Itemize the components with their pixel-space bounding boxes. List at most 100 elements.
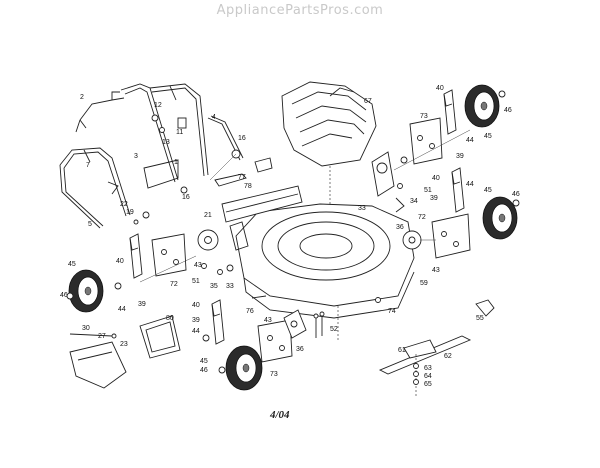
blade-62 xyxy=(378,335,472,398)
label-46b: 46 xyxy=(512,191,520,198)
label-72a: 72 xyxy=(418,214,426,221)
rod-30 xyxy=(69,333,117,339)
label-22: 22 xyxy=(120,201,128,208)
footer-date: 4/04 xyxy=(270,409,290,421)
handle-hardware xyxy=(107,114,241,225)
adjuster-gear-36 xyxy=(402,230,436,250)
label-39d: 39 xyxy=(192,317,200,324)
label-63: 63 xyxy=(424,365,432,372)
cable-tie-bracket xyxy=(214,157,273,187)
label-64: 64 xyxy=(424,373,432,380)
label-51a: 51 xyxy=(424,187,432,194)
adjuster-gear-35 xyxy=(139,229,234,283)
label-30: 30 xyxy=(82,325,90,332)
height-adjuster-rear-right xyxy=(409,89,457,165)
label-77: 77 xyxy=(238,174,246,181)
trim-55 xyxy=(475,299,495,317)
label-65: 65 xyxy=(424,381,432,388)
wheel-rear-left xyxy=(218,345,263,391)
label-39a: 39 xyxy=(456,153,464,160)
label-73a: 73 xyxy=(420,113,428,120)
label-46d: 46 xyxy=(200,367,208,374)
label-36a: 36 xyxy=(396,224,404,231)
label-3: 3 xyxy=(134,153,138,160)
label-43a: 43 xyxy=(432,267,440,274)
label-62: 62 xyxy=(444,353,452,360)
label-35: 35 xyxy=(210,283,218,290)
label-61: 61 xyxy=(398,347,406,354)
control-bar-4 xyxy=(207,115,244,161)
label-72b: 72 xyxy=(170,281,178,288)
label-23: 23 xyxy=(120,341,128,348)
label-36b: 36 xyxy=(296,346,304,353)
label-52: 52 xyxy=(330,326,338,333)
wheel-rear-right xyxy=(464,84,506,128)
label-4: 4 xyxy=(212,114,216,121)
wheel-front-right xyxy=(482,196,520,240)
label-40c: 40 xyxy=(116,258,124,265)
label-46a: 46 xyxy=(504,107,512,114)
label-39b: 39 xyxy=(430,195,438,202)
label-45d: 45 xyxy=(200,358,208,365)
label-45a: 45 xyxy=(484,133,492,140)
label-80: 80 xyxy=(166,315,174,322)
label-33b: 33 xyxy=(226,283,234,290)
label-74: 74 xyxy=(388,308,396,315)
label-44c: 44 xyxy=(118,306,126,313)
label-21: 21 xyxy=(204,212,212,219)
label-67: 67 xyxy=(364,98,372,105)
label-44d: 44 xyxy=(192,328,200,335)
label-33a: 33 xyxy=(358,205,366,212)
label-43c: 43 xyxy=(264,317,272,324)
label-73b: 73 xyxy=(270,371,278,378)
height-adjuster-front-left xyxy=(129,233,187,279)
rear-plate-21 xyxy=(221,185,303,223)
label-45c: 45 xyxy=(68,261,76,268)
label-51b: 51 xyxy=(192,278,200,285)
label-78: 78 xyxy=(244,183,252,190)
label-19: 19 xyxy=(126,209,134,216)
label-40b: 40 xyxy=(432,175,440,182)
screw-74 xyxy=(375,297,381,303)
label-45b: 45 xyxy=(484,187,492,194)
label-55: 55 xyxy=(476,315,484,322)
rear-axle-bracket xyxy=(371,129,471,197)
label-1: 1 xyxy=(174,159,178,166)
label-39c: 39 xyxy=(138,301,146,308)
label-2: 2 xyxy=(80,94,84,101)
height-adjuster-rear-left xyxy=(202,299,293,363)
label-11: 11 xyxy=(176,129,183,136)
label-44b: 44 xyxy=(466,181,474,188)
label-27: 27 xyxy=(98,333,106,340)
label-46c: 46 xyxy=(60,292,68,299)
mower-deck xyxy=(229,197,415,340)
label-43b: 43 xyxy=(194,262,202,269)
lower-handle xyxy=(59,147,131,229)
wheel-front-left xyxy=(66,269,122,313)
label-12: 12 xyxy=(154,102,162,109)
handle-bracket-2 xyxy=(75,91,125,133)
bolts-52 xyxy=(313,311,325,338)
label-7: 7 xyxy=(86,162,90,169)
label-44a: 44 xyxy=(466,137,474,144)
engine xyxy=(281,81,377,205)
label-76: 76 xyxy=(246,308,254,315)
label-59: 59 xyxy=(420,280,428,287)
height-adjuster-front-right xyxy=(431,167,471,259)
label-16a: 16 xyxy=(238,135,246,142)
label-40a: 40 xyxy=(436,85,444,92)
label-13: 13 xyxy=(162,139,170,146)
label-5: 5 xyxy=(88,221,92,228)
adjuster-gear-36b xyxy=(283,309,307,339)
flap-23 xyxy=(69,341,127,389)
label-34: 34 xyxy=(410,198,418,205)
bolt-76 xyxy=(251,295,267,299)
upper-handle xyxy=(120,83,209,183)
watermark: AppliancePartsPros.com xyxy=(216,3,384,18)
part-number-labels: 2 12 13 11 4 16 67 40 46 45 73 44 39 7 3… xyxy=(60,85,520,388)
label-16b: 16 xyxy=(182,194,190,201)
label-40d: 40 xyxy=(192,302,200,309)
discharge-guard-80 xyxy=(139,315,181,359)
